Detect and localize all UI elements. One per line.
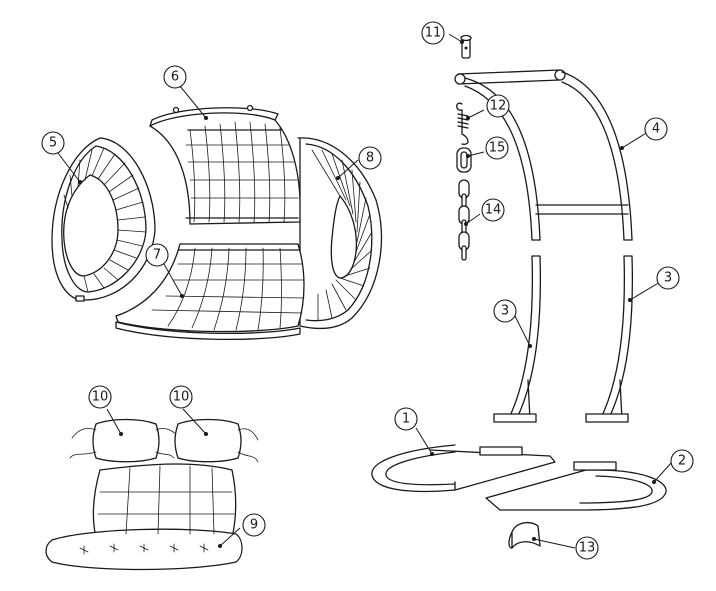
part-seat-cushion [45,463,243,571]
callout-label: 11 [425,26,442,41]
part-side-panel-left [51,137,156,302]
part-back-panel-upper [149,104,301,225]
callout-label: 10 [173,390,190,405]
callout-10-right-pillow: 10 [169,385,193,409]
part-base-left [371,444,556,493]
part-pillow-right [174,418,259,463]
callout-4: 4 [644,117,668,141]
side-panel-left-ribs [63,147,147,293]
callout-label: 2 [678,454,686,469]
callout-label: 5 [49,136,57,151]
callout-1: 1 [394,407,418,431]
part-clip [508,521,541,549]
part-base-right [485,461,667,511]
callout-12: 12 [486,94,510,118]
callout-label: 1 [402,412,410,427]
callout-14: 14 [481,198,505,222]
callout-5: 5 [41,131,65,155]
leader-dots [78,40,656,548]
part-upper-frame [454,69,633,241]
part-spring-hook [456,102,469,145]
leader-lines [57,33,673,549]
callout-label: 10 [92,390,109,405]
callout-label: 4 [652,122,660,137]
back-panel-upper-verticals [189,121,286,223]
callout-3-left-leg: 3 [493,299,517,323]
part-chain [458,179,470,261]
callout-3-right-leg: 3 [656,266,680,290]
cushion-tufting [79,465,235,555]
seat-panel-lower-horizontals [151,263,305,314]
callout-8: 8 [358,146,382,170]
callout-label: 8 [366,151,374,166]
callout-10-left-pillow: 10 [88,385,112,409]
callout-15: 15 [485,136,509,160]
callout-11: 11 [421,21,445,45]
part-side-panel-right [297,137,382,330]
callout-2: 2 [670,449,694,473]
part-quick-link [456,147,472,173]
side-panel-right-ribs [311,149,373,321]
callout-label: 3 [501,304,509,319]
callout-label: 3 [664,271,672,286]
callout-label: 9 [250,518,258,533]
callout-7: 7 [145,243,169,267]
callout-label: 13 [579,541,596,556]
back-panel-upper-horizontals [185,144,299,199]
part-seat-panel-lower [115,243,305,341]
callout-label: 14 [485,203,502,218]
callout-9: 9 [242,513,266,537]
callout-label: 12 [490,99,507,114]
callout-label: 6 [171,70,179,85]
callout-label: 7 [153,248,161,263]
callout-label: 15 [489,141,506,156]
part-leg-right [585,255,633,423]
part-leg-left [493,255,541,423]
part-pillow-left [69,418,179,463]
part-pin [460,34,472,59]
seat-panel-lower-verticals [167,247,282,331]
callout-13: 13 [575,536,599,560]
callout-6: 6 [163,65,187,89]
